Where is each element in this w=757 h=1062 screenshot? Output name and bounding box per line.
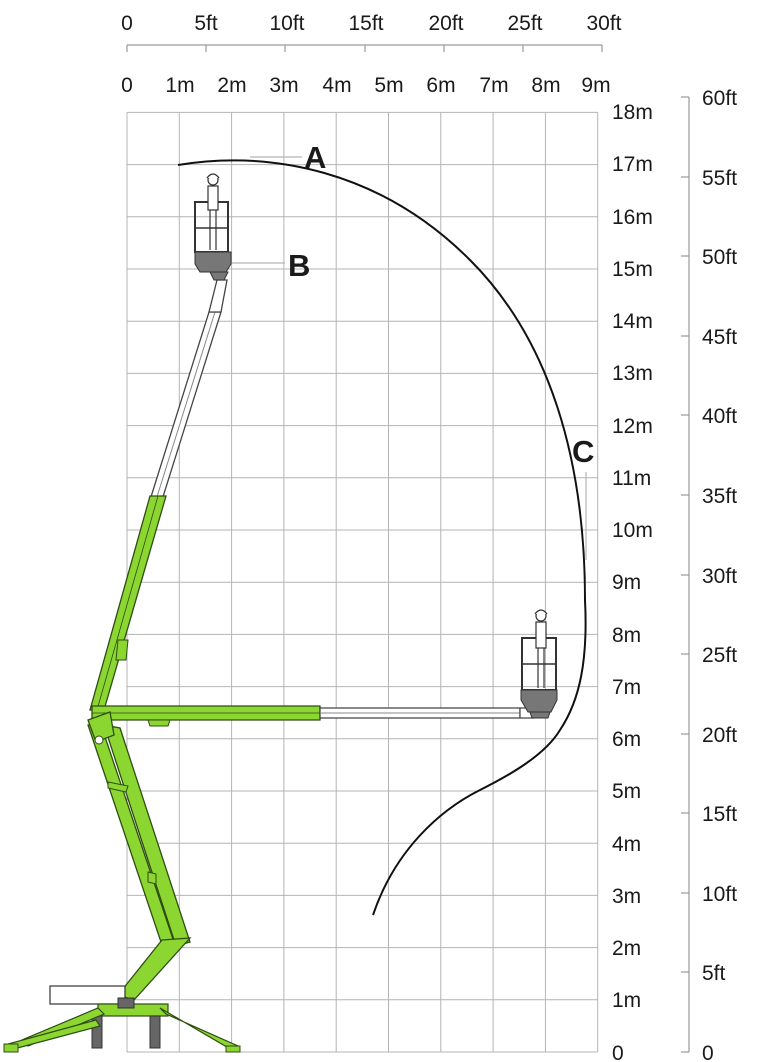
marker-c: C xyxy=(572,434,594,560)
right-ft-label: 60ft xyxy=(702,87,737,110)
boom-fly-section xyxy=(208,279,228,313)
right-m-label: 1m xyxy=(612,989,641,1012)
right-ft-label: 10ft xyxy=(702,883,737,906)
working-envelope-curve xyxy=(177,159,587,916)
top-ft-label: 5ft xyxy=(194,12,218,35)
boom-bracket xyxy=(115,639,129,661)
marker-c-label: C xyxy=(572,434,594,469)
right-m-label: 4m xyxy=(612,833,641,856)
operator-figure xyxy=(206,173,220,250)
top-m-label: 7m xyxy=(479,74,508,97)
outrigger-left-lower xyxy=(7,1019,101,1051)
right-ft-label: 45ft xyxy=(702,326,737,349)
lower-arm-front xyxy=(103,724,191,947)
counterweight xyxy=(49,985,126,1005)
right-metre-labels: 0 1m 2m 3m 4m 5m 6m 7m 8m 9m 10m 11m 12m… xyxy=(612,101,653,1062)
right-ft-label: 50ft xyxy=(702,246,737,269)
top-metre-labels: 0 1m 2m 3m 4m 5m 6m 7m 8m 9m xyxy=(121,74,610,97)
top-m-label: 8m xyxy=(531,74,560,97)
top-m-label: 2m xyxy=(217,74,246,97)
right-ft-label: 0 xyxy=(702,1042,714,1062)
top-ft-label: 15ft xyxy=(348,12,383,35)
right-m-label: 5m xyxy=(612,780,641,803)
boom-outer-section xyxy=(89,495,167,711)
top-ft-label: 0 xyxy=(121,12,133,35)
outrigger-right-upper xyxy=(159,1007,240,1051)
marker-a-label: A xyxy=(304,140,326,175)
top-ft-label: 25ft xyxy=(507,12,542,35)
right-m-label: 18m xyxy=(612,101,653,124)
basket-floor-extended xyxy=(520,689,558,713)
right-m-label: 2m xyxy=(612,937,641,960)
horizontal-boom xyxy=(91,705,535,727)
track-right xyxy=(149,1015,161,1049)
top-m-label: 3m xyxy=(269,74,298,97)
top-m-label: 5m xyxy=(374,74,403,97)
marker-a: A xyxy=(250,140,326,175)
right-m-label: 15m xyxy=(612,258,653,281)
knuckle-joint xyxy=(87,711,115,743)
right-m-label: 12m xyxy=(612,415,653,438)
right-ft-label: 5ft xyxy=(702,962,726,985)
right-ft-label: 35ft xyxy=(702,485,737,508)
platform-raised xyxy=(194,173,232,281)
right-m-label: 3m xyxy=(612,885,641,908)
right-m-label: 14m xyxy=(612,310,653,333)
top-ft-label: 10ft xyxy=(269,12,304,35)
right-m-label: 7m xyxy=(612,676,641,699)
marker-b: B xyxy=(232,248,310,283)
top-feet-ruler xyxy=(126,44,603,52)
top-m-label: 1m xyxy=(165,74,194,97)
platform-extended xyxy=(520,609,558,719)
right-m-label: 10m xyxy=(612,519,653,542)
chassis xyxy=(3,985,241,1053)
right-feet-ruler xyxy=(681,96,690,1053)
right-ft-label: 55ft xyxy=(702,167,737,190)
top-m-label: 4m xyxy=(322,74,351,97)
right-feet-labels: 0 5ft 10ft 15ft 20ft 25ft 30ft 35ft 40ft… xyxy=(702,87,737,1062)
right-ft-label: 15ft xyxy=(702,803,737,826)
metric-grid xyxy=(126,111,599,1053)
right-m-label: 11m xyxy=(612,467,651,490)
right-m-label: 13m xyxy=(612,362,653,385)
right-ft-label: 20ft xyxy=(702,724,737,747)
right-ft-label: 40ft xyxy=(702,405,737,428)
top-m-label: 0 xyxy=(121,74,133,97)
top-ft-label: 20ft xyxy=(428,12,463,35)
basket-floor xyxy=(194,251,232,273)
top-m-label: 9m xyxy=(581,74,610,97)
right-m-label: 9m xyxy=(612,571,641,594)
right-m-label: 17m xyxy=(612,153,653,176)
lower-arm-rear xyxy=(87,721,176,949)
operator-figure-extended xyxy=(534,609,548,688)
right-m-label: 16m xyxy=(612,206,653,229)
top-m-label: 6m xyxy=(426,74,455,97)
right-m-label: 8m xyxy=(612,624,641,647)
upper-boom-raised xyxy=(89,279,228,711)
marker-b-label: B xyxy=(288,248,310,283)
top-ft-label: 30ft xyxy=(586,12,621,35)
right-m-label: 0 xyxy=(612,1042,624,1062)
right-ft-label: 30ft xyxy=(702,565,737,588)
lower-arms xyxy=(87,711,192,1001)
right-m-label: 6m xyxy=(612,728,641,751)
top-feet-labels: 0 5ft 10ft 15ft 20ft 25ft 30ft xyxy=(121,12,622,35)
right-ft-label: 25ft xyxy=(702,644,737,667)
